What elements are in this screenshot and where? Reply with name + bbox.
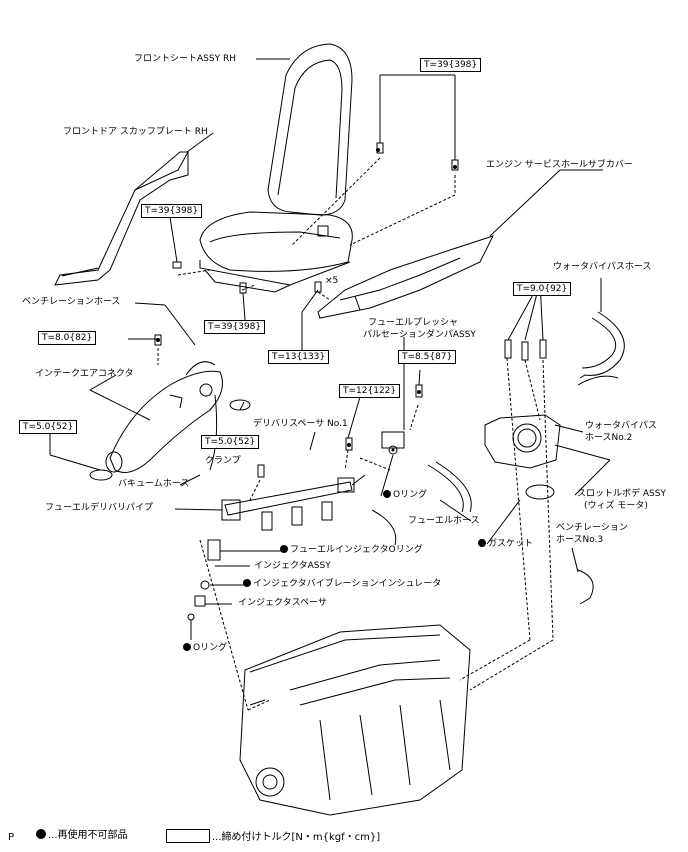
label-intake-air-connector: インテークエアコネクタ (35, 369, 134, 379)
torque-seat-bottom: T=39{398} (204, 320, 266, 334)
torque-ventilation: T=8.0{82} (38, 331, 97, 345)
torque-pulsation-damper: T=8.5{87} (398, 350, 457, 364)
water-bypass-hose-illustration (579, 311, 625, 379)
label-front-seat: フロントシートASSY RH (134, 54, 236, 64)
label-water-bypass-hose2-line2: ホースNo.2 (585, 433, 633, 443)
label-throttle-body-line1: スロットルボデ ASSY (577, 489, 666, 499)
label-injector-insulator: インジェクタバイブレーションインシュレータ (243, 579, 441, 590)
torque-service-cover: T=13{133} (268, 350, 330, 364)
label-injector-oring: フューエルインジェクタOリング (280, 545, 423, 556)
label-times-five: ×5 (325, 276, 339, 286)
non-reusable-marker-icon (383, 490, 391, 498)
legend-non-reusable: ...再使用不可部品 (36, 829, 128, 841)
label-oring-1: Oリング (383, 490, 427, 501)
label-gasket: ガスケット (478, 539, 533, 550)
torque-legend-box (166, 829, 210, 843)
label-ventilation-hose3-line2: ホースNo.3 (556, 535, 604, 545)
pulsation-damper-illustration (381, 431, 405, 455)
leader-lines (49, 58, 611, 640)
label-ventilation-hose3-line1: ベンチレーション (556, 523, 628, 533)
torque-seat-left: T=39{398} (141, 204, 203, 218)
oring-illustration (187, 613, 195, 621)
label-ventilation-hose: ベンチレーションホース (22, 297, 121, 307)
injector-illustration (207, 539, 221, 561)
legend-marker: P (8, 832, 15, 843)
clamp-mid-illustration (229, 399, 251, 411)
label-injector-assy: インジェクタASSY (254, 561, 331, 571)
torque-seat-top: T=39{398} (420, 58, 482, 72)
insulator-illustration (200, 580, 210, 590)
label-water-bypass-hose2-line1: ウォータバイパス (585, 421, 657, 431)
label-clamp: クランプ (205, 456, 241, 466)
label-fuel-pressure-line2: パルセーションダンパASSY (363, 330, 476, 340)
legend-tightening-torque: ...締め付けトルク[N・m{kgf・cm}] (164, 829, 380, 843)
gasket-illustration (525, 484, 555, 500)
front-seat-illustration (199, 43, 353, 293)
non-reusable-legend-icon (36, 829, 46, 839)
fuel-hose-illustration (427, 464, 464, 513)
throttle-body-illustration (484, 414, 561, 469)
label-oring-2: Oリング (183, 643, 227, 654)
label-fuel-pressure-line1: フューエルプレッシャ (368, 318, 459, 328)
clamp-left-illustration (89, 469, 113, 481)
water-bypass-hose2-illustration (577, 375, 619, 386)
label-fuel-hose: フューエルホース (408, 516, 480, 526)
label-engine-service-hole-cover: エンジン サービスホールサブカバー (486, 160, 633, 170)
intake-connector-illustration (105, 361, 223, 473)
non-reusable-marker-icon (478, 539, 486, 547)
torque-intake-mid: T=5.0{52} (201, 435, 260, 449)
label-water-bypass-hose: ウォータバイパスホース (553, 262, 652, 272)
label-vacuum-hose: バキュームホース (118, 479, 190, 489)
engine-illustration (239, 624, 471, 816)
fuel-delivery-pipe-illustration (221, 474, 366, 531)
torque-delivery-pipe: T=12{122} (339, 384, 401, 398)
non-reusable-marker-icon (243, 579, 251, 587)
torque-intake-left: T=5.0{52} (19, 420, 78, 434)
torque-throttle-body: T=9.0{92} (513, 282, 572, 296)
label-throttle-body-line2: (ウィズ モータ) (584, 501, 648, 511)
ventilation-hose3-illustration (577, 569, 594, 605)
assembly-guides (157, 157, 554, 711)
non-reusable-marker-icon (280, 545, 288, 553)
scuff-plate-illustration (54, 151, 189, 286)
bolt-illustrations (154, 142, 547, 478)
label-delivery-spacer: デリバリスペーサ No.1 (253, 419, 348, 429)
service-cover-illustration (317, 235, 494, 319)
label-fuel-delivery-pipe: フューエルデリバリパイプ (45, 503, 154, 513)
label-front-door-scuff-plate: フロントドア スカッフプレート RH (63, 127, 208, 137)
spacer-illustration (194, 595, 206, 607)
non-reusable-marker-icon (183, 643, 191, 651)
label-injector-spacer: インジェクタスペーサ (238, 598, 327, 608)
